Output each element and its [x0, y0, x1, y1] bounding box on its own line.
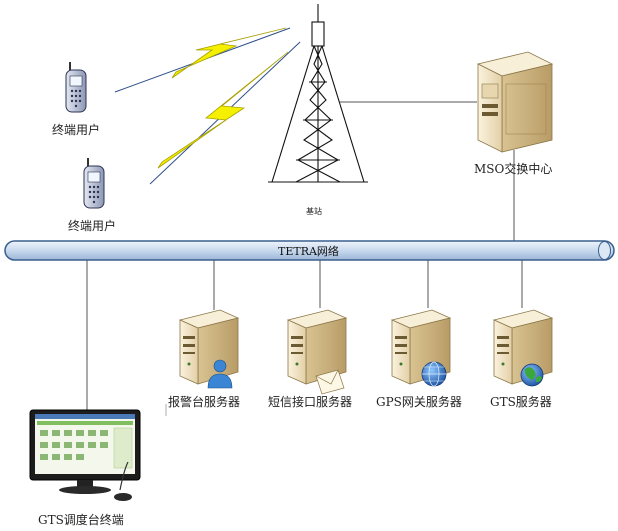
- dispatch-terminal-monitor-icon: [29, 409, 141, 501]
- gps-server-label: GPS网关服务器: [376, 395, 462, 409]
- user-terminal-2-label: 终端用户: [68, 219, 117, 233]
- mso-center-label: MSO交换中心: [474, 162, 553, 176]
- base-station-tower-icon: [268, 4, 368, 183]
- user-terminal-2-phone-icon: [83, 157, 105, 209]
- earth-globe-icon: [520, 363, 544, 387]
- sms-server-icon: [287, 309, 347, 395]
- lightning-bolt-icon: [157, 27, 289, 169]
- gts-server-label: GTS服务器: [490, 395, 552, 409]
- tetra-network-bus: [4, 240, 615, 261]
- base-station-label: 基站: [306, 207, 322, 216]
- envelope-icon: [315, 369, 345, 395]
- dispatch-terminal-label: GTS调度台终端: [38, 513, 124, 527]
- tetra-network-label: TETRA网络: [278, 245, 339, 258]
- microphone-icon: [114, 461, 132, 501]
- user-terminal-1-label: 终端用户: [52, 123, 101, 137]
- gps-server-icon: [391, 309, 451, 387]
- mso-switching-center-icon: [476, 51, 554, 153]
- sms-server-label: 短信接口服务器: [268, 395, 353, 409]
- user-terminal-1-phone-icon: [65, 61, 87, 113]
- alarm-server-icon: [179, 309, 239, 389]
- gts-server-icon: [493, 309, 553, 387]
- globe-icon: [421, 361, 447, 387]
- alarm-server-label: 报警台服务器: [168, 395, 241, 409]
- user-person-icon: [207, 359, 233, 389]
